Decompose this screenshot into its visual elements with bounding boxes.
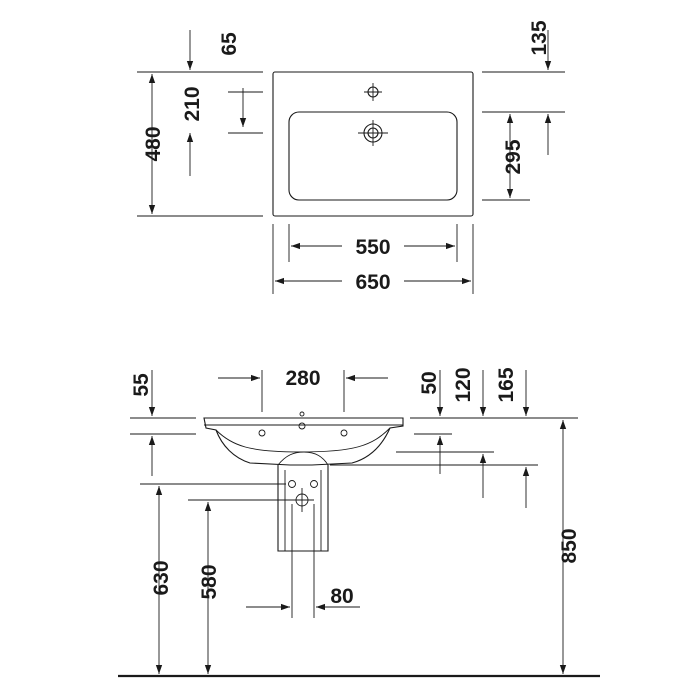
dim-295: 295 [482,111,565,201]
tap-hole [364,83,382,101]
pedestal [277,465,329,552]
dim-55: 55 [130,370,196,476]
drain-hole [358,120,388,146]
dim-label-210: 210 [181,86,204,121]
dim-label-165: 165 [495,367,518,402]
dim-50: 50 [414,370,452,474]
dim-label-580: 580 [198,564,221,599]
dim-label-295: 295 [502,139,525,174]
dim-label-80: 80 [330,585,353,608]
dim-850: 850 [558,420,581,674]
dim-label-480: 480 [142,126,165,161]
dim-80: 80 [246,504,360,618]
dim-label-280: 280 [285,367,320,390]
dim-165: 165 [330,367,578,508]
dim-label-630: 630 [150,560,173,595]
dim-label-135: 135 [528,20,551,55]
basin-top-outline [272,71,474,217]
front-view: 280 55 50 120 [118,367,600,678]
dim-label-120: 120 [452,367,475,402]
dim-135: 135 [482,20,565,73]
top-view: 480 65 210 135 295 [137,20,565,294]
dim-650: 650 [272,224,474,294]
dim-label-650: 650 [355,271,390,294]
dim-630: 630 [140,483,286,674]
dim-280: 280 [218,367,388,412]
dim-label-850: 850 [558,528,581,563]
dim-580: 580 [188,499,294,674]
dim-label-550: 550 [355,236,390,259]
dim-65: 65 [186,30,241,70]
dim-label-65: 65 [218,32,241,56]
basin-front-outline [203,411,404,466]
dim-120: 120 [396,367,494,498]
dim-210: 210 [181,86,263,176]
dim-480: 480 [137,71,263,217]
dim-label-55: 55 [130,373,153,397]
dim-label-50: 50 [418,371,441,394]
dim-550: 550 [288,224,458,262]
